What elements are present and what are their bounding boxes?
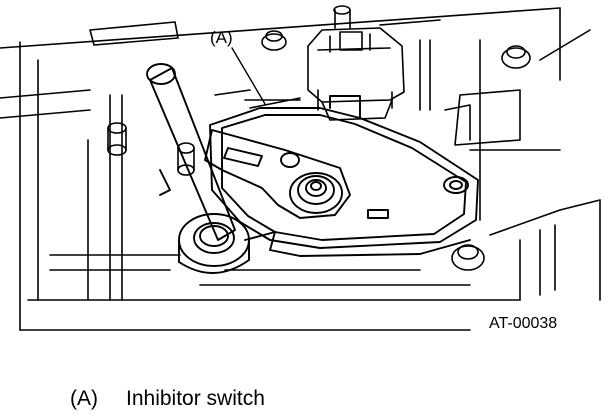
manual-plate: [204, 129, 351, 219]
switch-connector: [244, 27, 405, 121]
callout-label-a: (A): [210, 28, 233, 47]
figure-code: AT-00038: [489, 315, 558, 332]
legend-text: Inhibitor switch: [126, 387, 265, 410]
legend-item: (A) Inhibitor switch: [70, 388, 265, 409]
legend-key: (A): [70, 387, 98, 410]
selector-lever: [146, 63, 276, 274]
housing-bolts: [107, 5, 531, 271]
transmission-illustration: [0, 5, 601, 331]
callout-leader-line: [231, 47, 266, 105]
housing-outline: [0, 7, 601, 331]
